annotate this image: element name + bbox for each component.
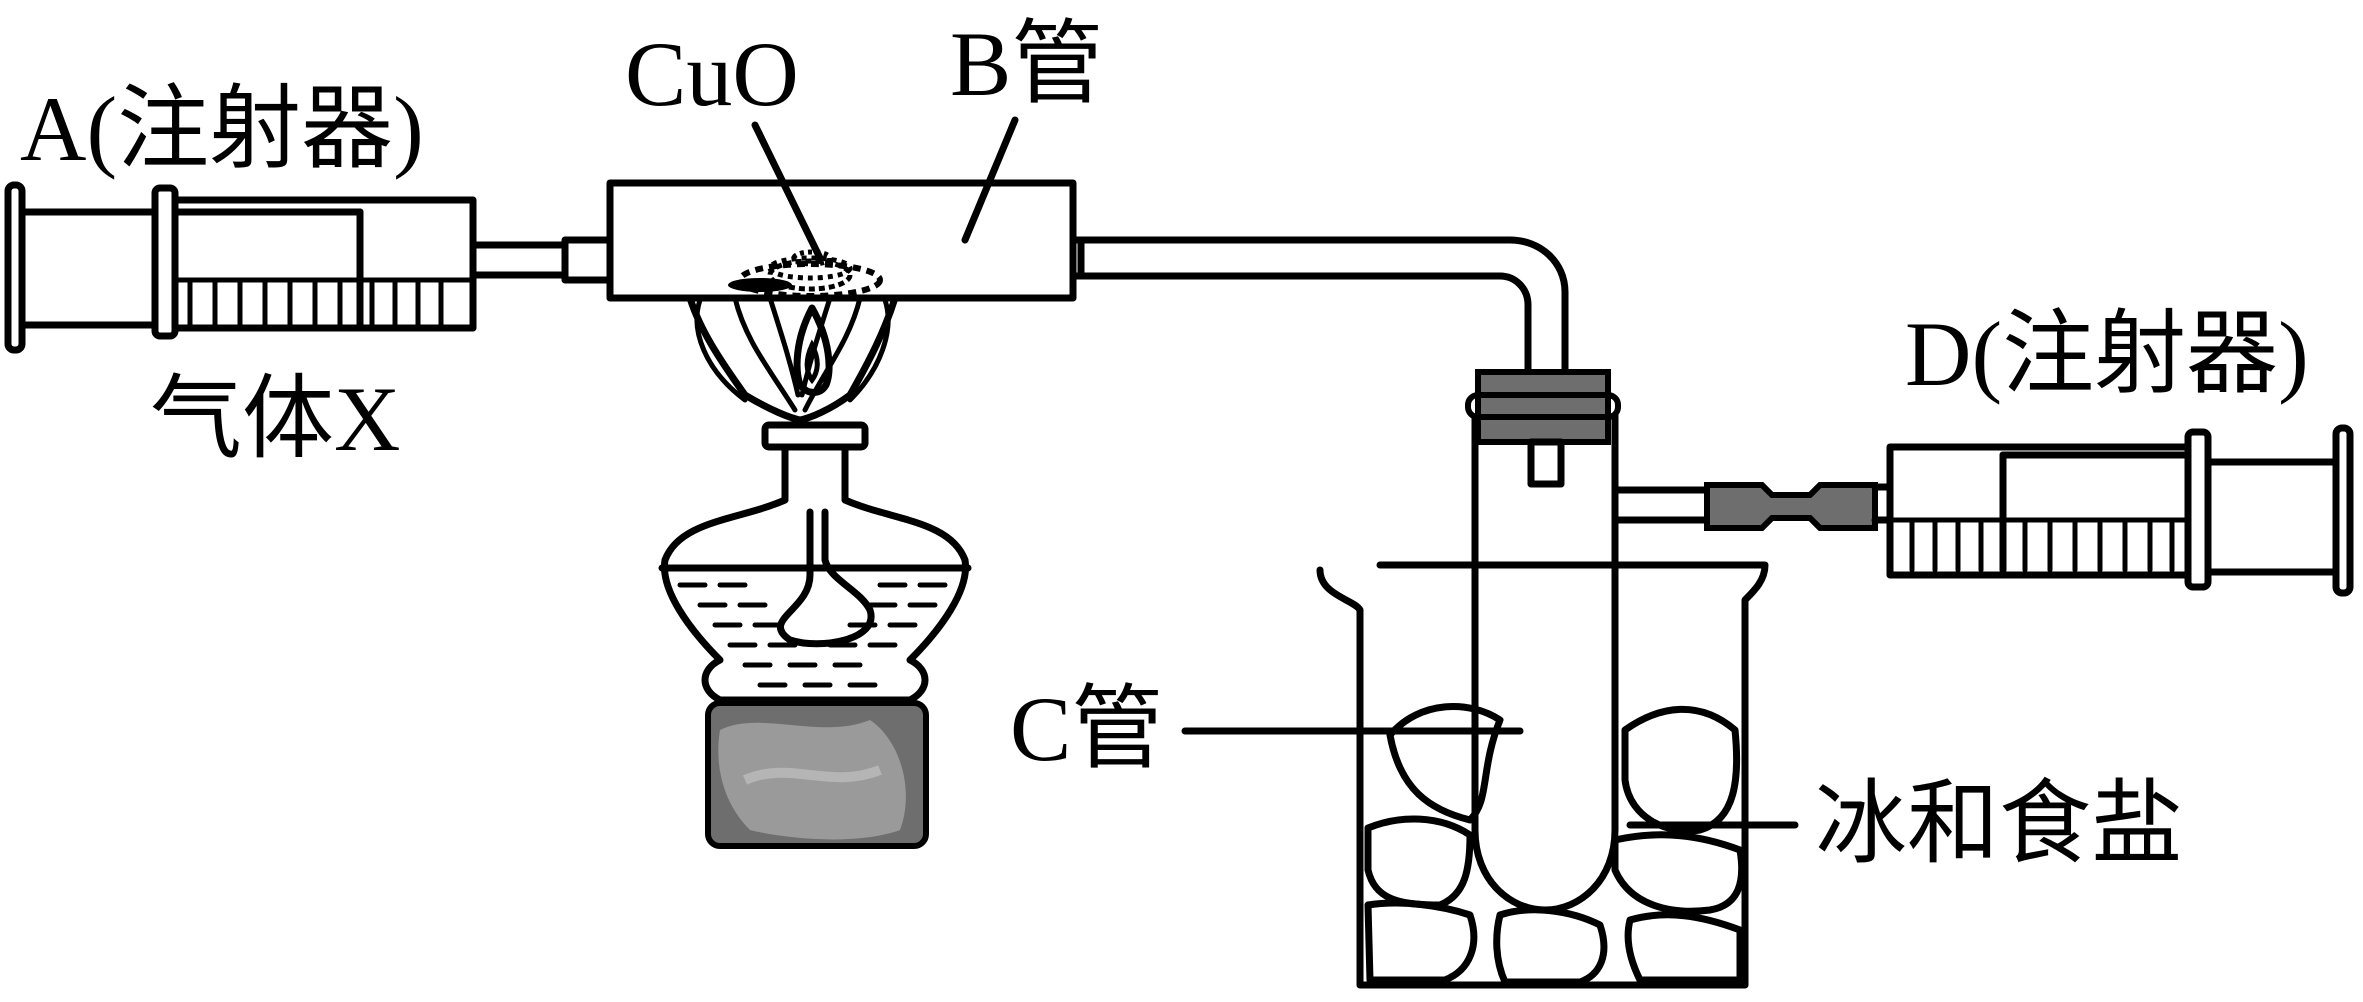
cuo-powder	[728, 249, 883, 299]
label-syringe-d: D(注射器)	[1905, 303, 2309, 405]
support-block	[705, 700, 929, 849]
label-tube-b: B管	[950, 13, 1103, 115]
syringe-d	[1704, 424, 2354, 597]
label-cuo: CuO	[625, 23, 799, 125]
label-tube-c: C管	[1010, 678, 1163, 780]
label-syringe-a: A(注射器)	[20, 78, 424, 180]
beaker	[1316, 561, 1769, 989]
tube-b-leader-line	[961, 116, 1019, 244]
cuo-leader-line	[751, 121, 824, 262]
delivery-tube	[1077, 236, 1569, 384]
tube-b	[606, 179, 1085, 302]
syringe-a	[4, 181, 614, 354]
leader-lines	[751, 116, 1799, 829]
label-ice-salt: 冰和食盐	[1815, 773, 2183, 875]
label-gas-x: 气体X	[150, 368, 400, 470]
alcohol-lamp	[658, 294, 972, 704]
